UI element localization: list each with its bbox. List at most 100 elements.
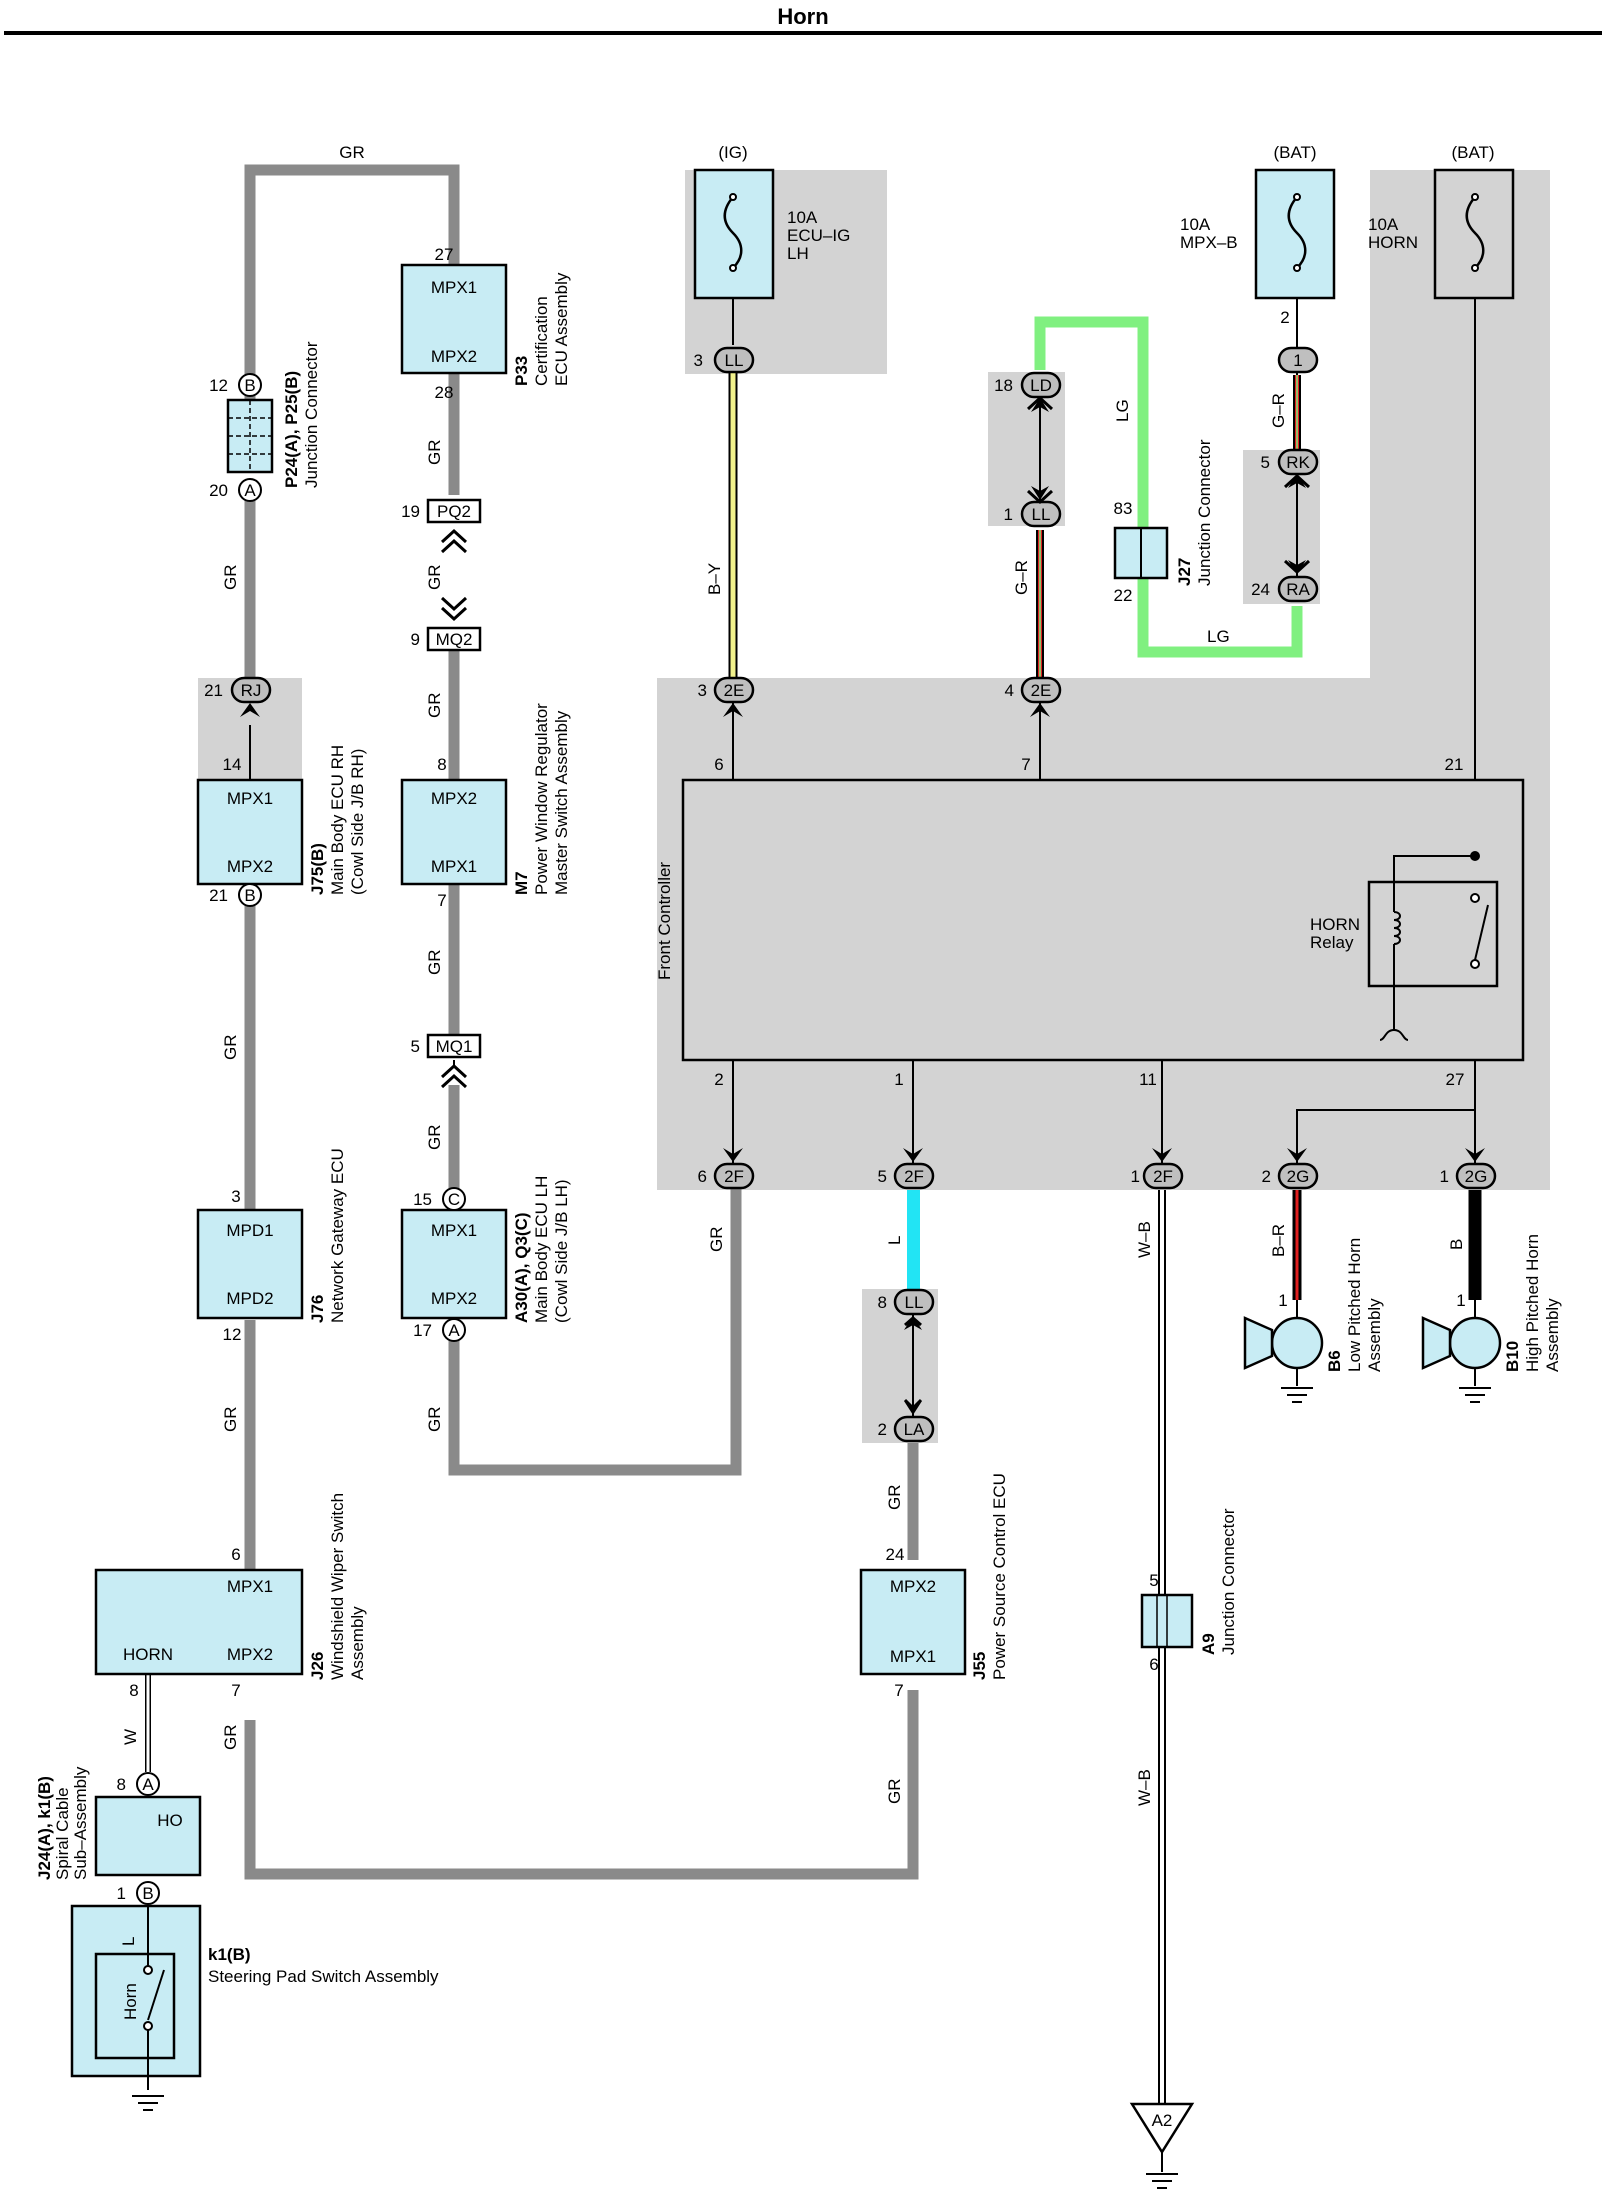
svg-text:1: 1 — [894, 1070, 903, 1089]
svg-text:G–R: G–R — [1269, 393, 1288, 428]
svg-text:PQ2: PQ2 — [437, 502, 471, 521]
svg-text:15: 15 — [413, 1190, 432, 1209]
svg-text:RA: RA — [1286, 580, 1310, 599]
svg-text:21: 21 — [1445, 755, 1464, 774]
svg-text:L: L — [119, 1937, 138, 1946]
svg-text:A9: A9 — [1199, 1633, 1218, 1655]
svg-text:Windshield Wiper Switch: Windshield Wiper Switch — [328, 1493, 347, 1680]
svg-text:(Cowl Side J/B LH): (Cowl Side J/B LH) — [552, 1179, 571, 1323]
svg-text:P24(A), P25(B): P24(A), P25(B) — [282, 371, 301, 488]
page-title: Horn — [777, 4, 828, 29]
connector-2f-3: 2F 1 — [1131, 1162, 1184, 1190]
svg-text:MPX2: MPX2 — [431, 789, 477, 808]
fuse-ecu-ig-name1: ECU–IG — [787, 226, 850, 245]
svg-text:GR: GR — [707, 1227, 726, 1253]
svg-text:Horn: Horn — [121, 1983, 140, 2020]
svg-text:2F: 2F — [1153, 1167, 1173, 1186]
svg-text:k1(B): k1(B) — [208, 1945, 251, 1964]
svg-text:2F: 2F — [904, 1167, 924, 1186]
j26-windshield-wiper-switch: MPX1 HORN MPX2 6 8 7 J26 Windshield Wipe… — [94, 1493, 367, 1700]
svg-text:B–R: B–R — [1269, 1224, 1288, 1257]
svg-text:GR: GR — [425, 950, 444, 976]
svg-text:5: 5 — [1261, 453, 1270, 472]
connector-2g-1: 2G 2 — [1262, 1162, 1319, 1190]
ground-a2: A2 — [1129, 2102, 1195, 2189]
svg-text:MPX1: MPX1 — [890, 1647, 936, 1666]
b10-high-pitched-horn: 1 B10 High Pitched Horn Assembly — [1421, 1234, 1562, 1403]
j24-spiral-cable: HO A 8 B 1 J24(A), k1(B) Spiral Cable Su… — [35, 1766, 202, 1905]
svg-text:RJ: RJ — [241, 681, 262, 700]
svg-text:21: 21 — [209, 886, 228, 905]
fuse-mpx-b-name: MPX–B — [1180, 233, 1238, 252]
svg-text:27: 27 — [1446, 1070, 1465, 1089]
svg-text:8: 8 — [437, 755, 446, 774]
svg-text:MPX2: MPX2 — [431, 347, 477, 366]
svg-text:B: B — [244, 886, 255, 905]
svg-text:RK: RK — [1286, 453, 1310, 472]
j27-junction-connector: 83 22 J27 Junction Connector — [1114, 439, 1214, 605]
fuse-ecu-ig — [693, 168, 775, 345]
connector-2e-right: 2E 4 — [1005, 676, 1062, 704]
connector-ra: RA 24 — [1251, 575, 1319, 603]
svg-text:12: 12 — [209, 376, 228, 395]
connector-2f-2: 2F 5 — [878, 1162, 935, 1190]
svg-text:GR: GR — [425, 440, 444, 466]
connector-rk: RK 5 — [1261, 448, 1319, 476]
svg-text:MPX1: MPX1 — [431, 278, 477, 297]
fuse-horn — [1433, 168, 1515, 300]
svg-text:GR: GR — [221, 1035, 240, 1061]
svg-text:W: W — [121, 1729, 140, 1745]
svg-text:6: 6 — [231, 1545, 240, 1564]
power-bat1-label: (BAT) — [1273, 143, 1316, 162]
front-controller: Front Controller 6 7 21 2 1 11 27 — [655, 755, 1525, 1089]
svg-text:J26: J26 — [308, 1652, 327, 1680]
svg-text:Assembly: Assembly — [1543, 1298, 1562, 1372]
svg-text:MPX1: MPX1 — [431, 1221, 477, 1240]
svg-text:GR: GR — [425, 1125, 444, 1151]
svg-text:8: 8 — [117, 1775, 126, 1794]
svg-text:B10: B10 — [1503, 1341, 1522, 1372]
a9-junction-connector: 5 6 A9 Junction Connector — [1140, 1508, 1238, 1674]
svg-text:B: B — [142, 1884, 153, 1903]
svg-text:GR: GR — [221, 1407, 240, 1433]
svg-text:6: 6 — [714, 755, 723, 774]
connector-2f-1: 2F 6 — [698, 1162, 755, 1190]
svg-text:5: 5 — [1149, 1571, 1158, 1590]
svg-text:B6: B6 — [1325, 1350, 1344, 1372]
svg-text:Sub–Assembly: Sub–Assembly — [71, 1766, 90, 1880]
svg-text:J27: J27 — [1175, 558, 1194, 586]
svg-text:LL: LL — [725, 351, 744, 370]
svg-text:GR: GR — [425, 565, 444, 591]
svg-text:27: 27 — [435, 245, 454, 264]
svg-text:MQ1: MQ1 — [436, 1037, 473, 1056]
svg-text:MPD1: MPD1 — [226, 1221, 273, 1240]
a30-main-body-ecu-lh: MPX1 MPX2 C 15 A 17 A30(A), Q3(C) Main B… — [400, 1176, 571, 1342]
svg-text:3: 3 — [694, 351, 703, 370]
svg-text:LG: LG — [1113, 399, 1132, 422]
svg-text:3: 3 — [231, 1187, 240, 1206]
svg-text:1: 1 — [1456, 1291, 1465, 1310]
connector-2g-2: 2G 1 — [1440, 1162, 1497, 1190]
svg-text:2G: 2G — [1287, 1167, 1310, 1186]
connector-ld: LD 18 — [994, 371, 1062, 399]
svg-text:G–R: G–R — [1012, 560, 1031, 595]
svg-text:GR: GR — [221, 565, 240, 591]
fuse-mpx-b — [1254, 168, 1336, 300]
svg-text:A30(A), Q3(C): A30(A), Q3(C) — [512, 1212, 531, 1323]
p24-junction-connector: B 12 A 20 — [209, 373, 274, 502]
svg-text:HORN: HORN — [1310, 915, 1360, 934]
connector-ll-top: LL 3 — [694, 346, 755, 374]
horn-relay: HORN Relay — [1310, 851, 1499, 1041]
svg-text:GR: GR — [425, 693, 444, 719]
svg-text:24: 24 — [886, 1545, 905, 1564]
svg-text:Low Pitched Horn: Low Pitched Horn — [1345, 1238, 1364, 1372]
svg-text:MQ2: MQ2 — [436, 630, 473, 649]
svg-text:MPX2: MPX2 — [890, 1577, 936, 1596]
svg-text:Front Controller: Front Controller — [655, 862, 674, 980]
svg-text:2E: 2E — [1031, 681, 1052, 700]
svg-text:Junction Connector: Junction Connector — [302, 341, 321, 488]
svg-text:3: 3 — [698, 681, 707, 700]
svg-text:M7: M7 — [512, 871, 531, 895]
svg-text:9: 9 — [411, 630, 420, 649]
j76-network-gateway-ecu: MPD1 MPD2 3 12 J76 Network Gateway ECU — [196, 1148, 347, 1344]
